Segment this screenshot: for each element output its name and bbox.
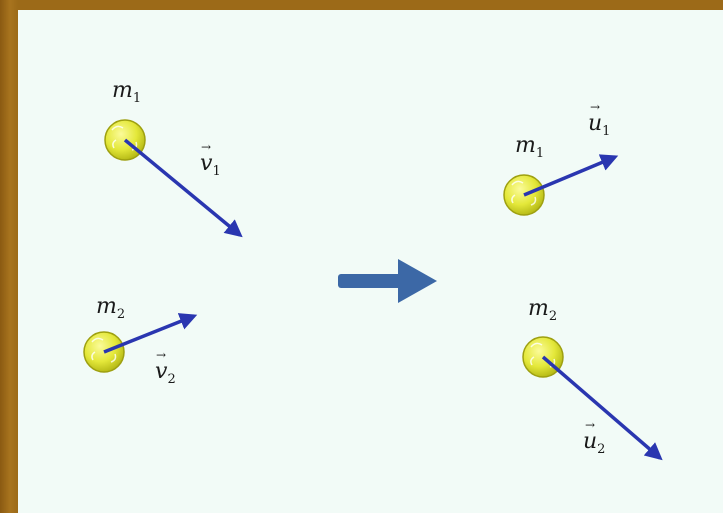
label-m2-after: m2 (528, 296, 557, 324)
label-m2-before: m2 (96, 294, 125, 322)
diagram-panel (18, 10, 723, 513)
label-u2: u2 (583, 429, 605, 457)
label-m1-after: m1 (515, 133, 544, 161)
vector-arrow-accent-u2: → (585, 418, 595, 432)
vector-arrow-accent-v1: → (201, 140, 211, 154)
vector-v1 (123, 138, 243, 238)
vector-u1 (523, 154, 619, 197)
label-m1-before: m1 (112, 78, 141, 106)
vector-v2 (103, 313, 198, 354)
vector-arrow-accent-v2: → (156, 348, 166, 362)
label-u1: u1 (588, 111, 610, 139)
label-v1: v1 (200, 151, 221, 179)
vector-u2 (541, 355, 663, 461)
label-v2: v2 (155, 359, 176, 387)
vector-arrow-accent-u1: → (590, 100, 600, 114)
right-arrow-icon (338, 259, 437, 303)
